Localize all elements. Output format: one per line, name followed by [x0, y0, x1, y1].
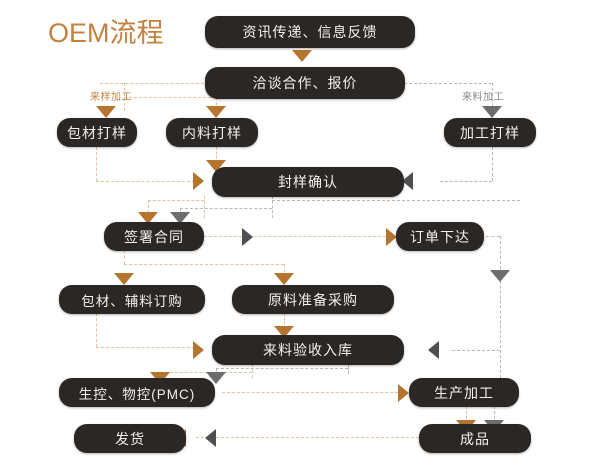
connector-seal-right-rail: [272, 200, 520, 201]
arrow-pmc-to-production-icon: [398, 384, 409, 402]
node-info-exchange[interactable]: 资讯传递、信息反馈: [205, 16, 415, 48]
connector-receipt-gray-h: [216, 368, 348, 369]
arrow-to-material-purchase-icon: [274, 273, 294, 285]
connector-quote-to-right: [404, 83, 492, 84]
connector-finished-to-shipping: [196, 437, 424, 438]
caption-left-branch: 来样加工: [90, 92, 132, 103]
node-packaging-sample[interactable]: 包材打样: [57, 118, 137, 147]
arrow-packaging-order-to-receipt-icon: [193, 341, 204, 359]
connector-seal-to-contract-v: [148, 200, 149, 218]
node-processing-sample[interactable]: 加工打样: [444, 118, 536, 147]
connector-rail-to-receipt: [452, 350, 500, 351]
caption-right-branch: 来料加工: [462, 92, 504, 103]
node-sign-contract[interactable]: 签署合同: [104, 222, 204, 251]
arrow-finished-to-shipping-gray-icon: [205, 429, 216, 447]
node-negotiate-quote[interactable]: 洽谈合作、报价: [205, 67, 405, 99]
arrow-info-to-quote-icon: [292, 50, 312, 62]
arrow-to-order-issued-icon: [386, 228, 397, 246]
connector-order-down-rail: [500, 236, 501, 378]
node-seal-confirm[interactable]: 封样确认: [212, 167, 404, 197]
arrow-packaging-sample-to-seal-icon: [193, 172, 204, 190]
connector-contract-split: [124, 264, 284, 265]
connector-order-right: [480, 236, 500, 237]
arrow-rail-to-receipt-icon: [428, 341, 439, 359]
arrow-seal-to-contract-gray-icon: [170, 212, 190, 224]
connector-to-material-purchase: [284, 264, 285, 278]
arrow-to-processing-sample-icon: [482, 106, 502, 118]
arrow-to-packaging-sample-icon: [96, 106, 116, 118]
connector-left-branch-span: [124, 97, 216, 98]
connector-packaging-order-right: [96, 347, 200, 348]
arrow-to-packaging-order-icon: [114, 273, 134, 285]
node-material-receipt[interactable]: 来料验收入库: [212, 335, 404, 365]
connector-material-purchase-down: [284, 313, 285, 329]
connector-seal-to-contract-h: [148, 200, 204, 201]
node-inner-sample[interactable]: 内料打样: [166, 118, 258, 147]
arrow-contract-to-order-icon: [242, 228, 253, 246]
connector-receipt-down-orange: [252, 364, 253, 378]
connector-packaging-sample-right: [96, 181, 200, 182]
connector-right-branch-down: [492, 83, 493, 111]
node-packaging-order[interactable]: 包材、辅料订购: [59, 285, 205, 314]
connector-pmc-to-production: [222, 392, 408, 393]
arrow-order-down-icon: [490, 270, 510, 282]
connector-seal-down-left: [204, 196, 205, 218]
node-finished-goods[interactable]: 成品: [419, 424, 531, 453]
connector-processing-sample-down: [492, 147, 493, 181]
connector-production-down-orange: [466, 406, 467, 424]
connector-inner-sample-to-seal: [216, 147, 217, 163]
connector-seal-down-gray: [272, 196, 273, 218]
page-title: OEM流程: [48, 18, 164, 48]
arrow-seal-to-contract-icon: [138, 212, 158, 224]
node-order-issued[interactable]: 订单下达: [396, 222, 484, 251]
connector-contract-down: [124, 250, 125, 264]
node-pmc[interactable]: 生控、物控(PMC): [59, 378, 215, 407]
connector-inner-sample-down: [216, 97, 217, 111]
connector-receipt-down-gray: [348, 364, 349, 374]
arrow-to-inner-sample-icon: [206, 106, 226, 118]
connector-processing-sample-left: [440, 181, 492, 182]
connector-quote-to-left: [100, 83, 204, 84]
connector-packaging-order-down: [96, 313, 97, 347]
connector-production-down-gray: [494, 406, 495, 424]
node-material-purchase[interactable]: 原料准备采购: [232, 285, 394, 314]
node-shipping[interactable]: 发货: [74, 424, 186, 453]
connector-contract-to-order: [164, 236, 396, 237]
connector-packaging-sample-down: [96, 147, 97, 181]
connector-seal-gray-h: [180, 208, 272, 209]
node-production[interactable]: 生产加工: [409, 378, 519, 407]
arrow-processing-sample-to-seal-icon: [402, 172, 413, 190]
